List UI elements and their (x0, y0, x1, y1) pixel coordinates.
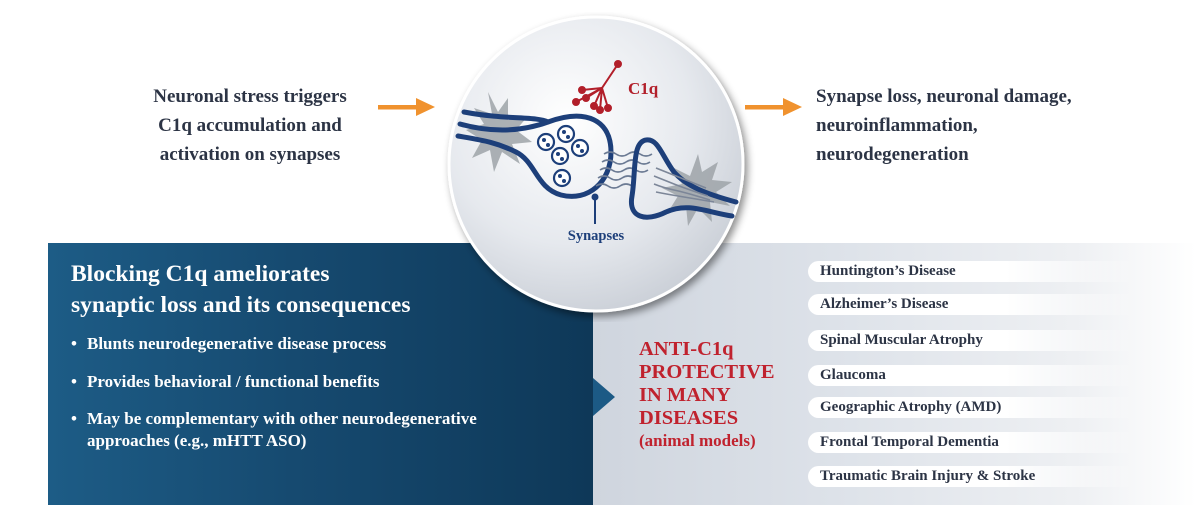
protective-heading-line: ANTI-C1q (639, 338, 734, 360)
arrow-right-icon (745, 98, 802, 116)
disease-label: Alzheimer’s Disease (820, 296, 949, 312)
protective-heading: ANTI-C1q PROTECTIVE IN MANY DISEASES (an… (639, 338, 775, 452)
trigger-line: C1q accumulation and (158, 115, 342, 136)
benefit-list: • Blunts neurodegenerative disease proce… (71, 333, 551, 468)
benefit-item: • May be complementary with other neurod… (71, 408, 551, 452)
axon-line (461, 109, 551, 125)
synapse-pointer-dot (591, 193, 599, 201)
neurotransmitter-waves (595, 151, 653, 189)
magnifier-circle (447, 15, 745, 313)
disease-item: Huntington’s Disease (808, 261, 1138, 282)
protective-subheading: (animal models) (639, 431, 756, 450)
bullet-icon: • (71, 409, 77, 428)
blocking-panel (48, 243, 593, 505)
disease-item: Alzheimer’s Disease (808, 294, 1138, 315)
disease-item: Glaucoma (808, 365, 1138, 386)
blocking-title-line: synaptic loss and its consequences (71, 292, 411, 318)
disease-label: Geographic Atrophy (AMD) (820, 399, 1002, 415)
disease-label: Huntington’s Disease (820, 263, 956, 279)
consequence-line: Synapse loss, neuronal damage, (816, 86, 1072, 107)
vesicle-icon (570, 138, 590, 158)
bullet-icon: • (71, 334, 77, 353)
disease-item: Spinal Muscular Atrophy (808, 330, 1138, 351)
synapse-diagram: C1q Synapses (447, 15, 745, 313)
trigger-text: Neuronal stress triggers C1q accumulatio… (136, 82, 364, 169)
benefit-item: • Blunts neurodegenerative disease proce… (71, 333, 551, 355)
protective-heading-line: IN MANY (639, 384, 731, 406)
benefit-text: May be complementary with other neurodeg… (87, 409, 477, 428)
consequence-text: Synapse loss, neuronal damage, neuroinfl… (816, 82, 1136, 169)
consequence-line: neuroinflammation, (816, 115, 978, 136)
blocking-title: Blocking C1q ameliorates synaptic loss a… (71, 259, 491, 321)
benefit-item: • Provides behavioral / functional benef… (71, 371, 551, 393)
c1q-molecule-icon (572, 60, 622, 114)
vesicles (536, 124, 590, 188)
benefit-text: Provides behavioral / functional benefit… (87, 371, 380, 391)
disease-item: Geographic Atrophy (AMD) (808, 397, 1138, 418)
disease-item: Frontal Temporal Dementia (808, 432, 1138, 453)
vesicle-icon (550, 146, 570, 166)
bullet-icon: • (71, 371, 77, 391)
arrow-right-icon (378, 98, 435, 116)
vesicle-icon (556, 124, 576, 144)
disease-label: Glaucoma (820, 367, 886, 383)
vesicle-icon (536, 132, 556, 152)
benefit-text: approaches (e.g., mHTT ASO) (87, 431, 307, 450)
vesicle-icon (552, 168, 572, 188)
disease-label: Frontal Temporal Dementia (820, 434, 999, 450)
trigger-line: activation on synapses (159, 144, 341, 165)
protective-heading-line: PROTECTIVE (639, 361, 775, 383)
blocking-title-line: Blocking C1q ameliorates (71, 261, 330, 287)
benefit-text: Blunts neurodegenerative disease process (87, 334, 387, 353)
trigger-line: Neuronal stress triggers (153, 86, 347, 107)
disease-label: Spinal Muscular Atrophy (820, 332, 983, 348)
protective-heading-line: DISEASES (639, 407, 739, 429)
c1q-label: C1q (628, 79, 659, 98)
disease-item: Traumatic Brain Injury & Stroke (808, 466, 1138, 487)
synapse-illustration: C1q Synapses (436, 12, 756, 322)
chevron-right-icon (593, 378, 615, 416)
disease-label: Traumatic Brain Injury & Stroke (820, 468, 1036, 484)
consequence-line: neurodegeneration (816, 144, 969, 165)
synapses-label: Synapses (568, 228, 625, 244)
